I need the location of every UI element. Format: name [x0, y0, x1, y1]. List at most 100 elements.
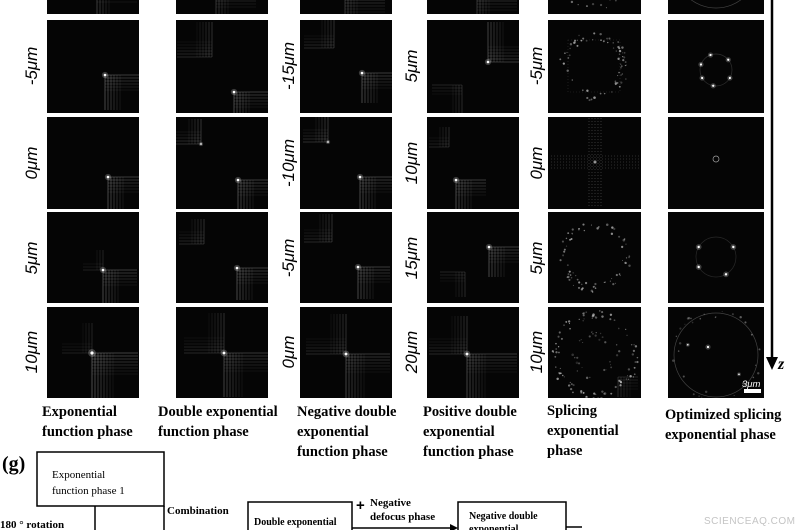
panel-speckle [557, 335, 560, 338]
panel-speckle [606, 37, 608, 40]
panel-speckle [698, 395, 700, 397]
panel-speckle [578, 34, 580, 37]
panel-speckle [555, 348, 558, 350]
panel-speckle [614, 385, 617, 389]
panel-speckle [594, 316, 596, 318]
panel-spot [697, 265, 700, 269]
panel-speckle [754, 364, 757, 367]
panel-speckle [622, 259, 624, 262]
flowchart-box-negative-double [457, 501, 567, 530]
panel-speckle [611, 91, 613, 93]
panel-speckle [591, 2, 595, 6]
panel-speckle [558, 331, 561, 334]
panel-speckle [617, 41, 619, 43]
panel-speckle [682, 375, 685, 378]
panel-speckle [567, 275, 570, 279]
image-panel-background [548, 307, 641, 398]
panel-speckle [580, 288, 583, 291]
panel-speckle [715, 315, 717, 318]
panel-speckle [573, 41, 576, 44]
panel-speckle [582, 312, 584, 315]
panel-speckle [632, 349, 636, 353]
panel-speckle [584, 281, 588, 285]
panel-speckle [582, 312, 586, 315]
panel-speckle [596, 227, 599, 230]
panel-speckle [613, 319, 616, 322]
panel-speckle [585, 311, 588, 313]
image-panel-background [427, 307, 519, 398]
image-panel [427, 20, 519, 113]
panel-speckle [577, 362, 581, 365]
column-caption: exponential phase [665, 427, 776, 443]
image-panel-background [176, 117, 268, 209]
image-panel [176, 212, 268, 303]
scale-bar: 3μm [742, 379, 761, 393]
panel-speckle [611, 226, 614, 229]
panel-spot [200, 143, 202, 145]
panel-speckle [576, 278, 579, 281]
panel-speckle [622, 238, 626, 242]
image-panel-background [548, 117, 641, 209]
panel-speckle [621, 52, 623, 54]
panel-speckle [571, 232, 573, 235]
scale-bar-line [744, 389, 761, 393]
panel-speckle [614, 282, 617, 284]
panel-speckle [568, 54, 571, 57]
panel-speckle [636, 360, 639, 364]
panel-speckle [609, 318, 612, 321]
panel-spot [101, 268, 105, 272]
panel-speckle [620, 66, 622, 69]
panel-speckle [567, 273, 570, 276]
panel-speckle [687, 316, 691, 320]
panel-speckle [609, 313, 613, 316]
panel-speckle [577, 4, 579, 6]
panel-speckle [563, 376, 565, 378]
panel-speckle [565, 245, 568, 247]
image-panel-background [176, 0, 268, 14]
panel-speckle [605, 369, 607, 371]
panel-speckle [625, 243, 627, 245]
panel-speckle [620, 63, 622, 66]
panel-speckle [562, 62, 565, 65]
panel-speckle [562, 254, 565, 257]
flowchart-box-text: exponential [469, 524, 519, 530]
depth-label: 10μm [402, 142, 421, 184]
panel-speckle [615, 354, 619, 357]
panel-speckle [570, 0, 574, 4]
panel-speckle [570, 383, 573, 386]
flowchart: (g) Exponential function phase 1 180 ° r… [0, 451, 582, 530]
image-panel-background [427, 212, 519, 303]
panel-speckle [578, 339, 581, 342]
column-caption: function phase [423, 444, 514, 460]
image-panel-background [300, 0, 392, 14]
image-panel [427, 307, 519, 398]
panel-speckle [578, 318, 580, 320]
panel-ring [712, 155, 720, 163]
panel-speckle [594, 287, 597, 289]
panel-speckle [567, 385, 570, 387]
column-caption: Negative double [297, 404, 397, 420]
flowchart-combination-label: Combination [167, 505, 229, 517]
panel-speckle [626, 334, 628, 336]
panel-speckle [618, 85, 621, 88]
image-panel-background [47, 212, 139, 303]
panel-spot [222, 351, 226, 355]
image-panel [47, 212, 139, 303]
panel-speckle [559, 58, 562, 61]
panel-speckle [615, 273, 618, 277]
image-panel [176, 117, 268, 209]
panel-speckle [620, 65, 623, 68]
panel-speckle [567, 57, 570, 59]
panel-speckle [739, 315, 742, 319]
panel-spot [699, 63, 703, 66]
column-captions: Exponential function phase Double expone… [42, 403, 782, 460]
panel-speckle [568, 384, 571, 387]
panel-speckle [599, 92, 602, 95]
panel-speckle [563, 248, 566, 251]
panel-speckle [580, 39, 583, 42]
panel-spot [687, 343, 689, 346]
panel-speckle [612, 283, 615, 286]
panel-speckle [594, 282, 597, 286]
panel-speckle [569, 327, 571, 330]
panel-speckle [551, 350, 554, 353]
